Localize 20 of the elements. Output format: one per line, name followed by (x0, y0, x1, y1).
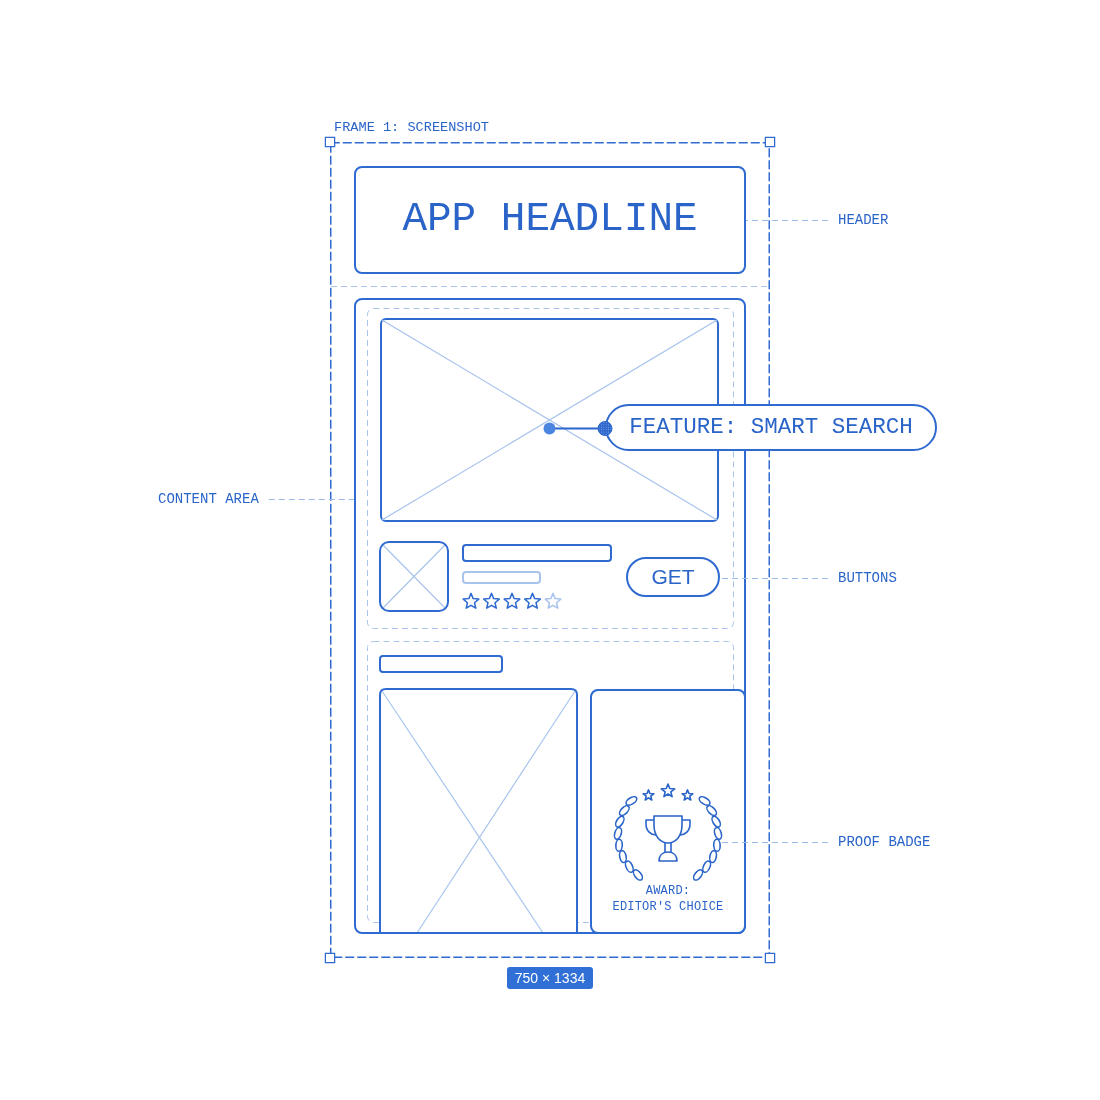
size-tag: 750 × 1334 (507, 967, 593, 989)
leader-line (721, 842, 829, 843)
annotation-label: CONTENT AREA (158, 490, 259, 508)
annotation-label: BUTTONS (838, 569, 897, 587)
callout-pill (605, 404, 937, 451)
headline-text: APP HEADLINE (402, 196, 698, 244)
callout-text: FEATURE: SMART SEARCH (629, 414, 913, 441)
frame-title: FRAME 1: SCREENSHOT (334, 120, 489, 136)
trophy-laurel-icon (614, 782, 722, 882)
leader-line (268, 499, 355, 500)
content-card (354, 298, 746, 934)
header-box (354, 166, 746, 274)
action-button: GET (626, 557, 720, 597)
badge-card (590, 689, 746, 934)
leader-line (543, 421, 613, 436)
annotation-label: PROOF BADGE (838, 833, 931, 851)
leader-line (745, 220, 829, 221)
award-caption: AWARD: EDITOR'S CHOICE (611, 884, 725, 915)
annotation-label: HEADER (838, 211, 889, 229)
leader-line (719, 578, 829, 579)
